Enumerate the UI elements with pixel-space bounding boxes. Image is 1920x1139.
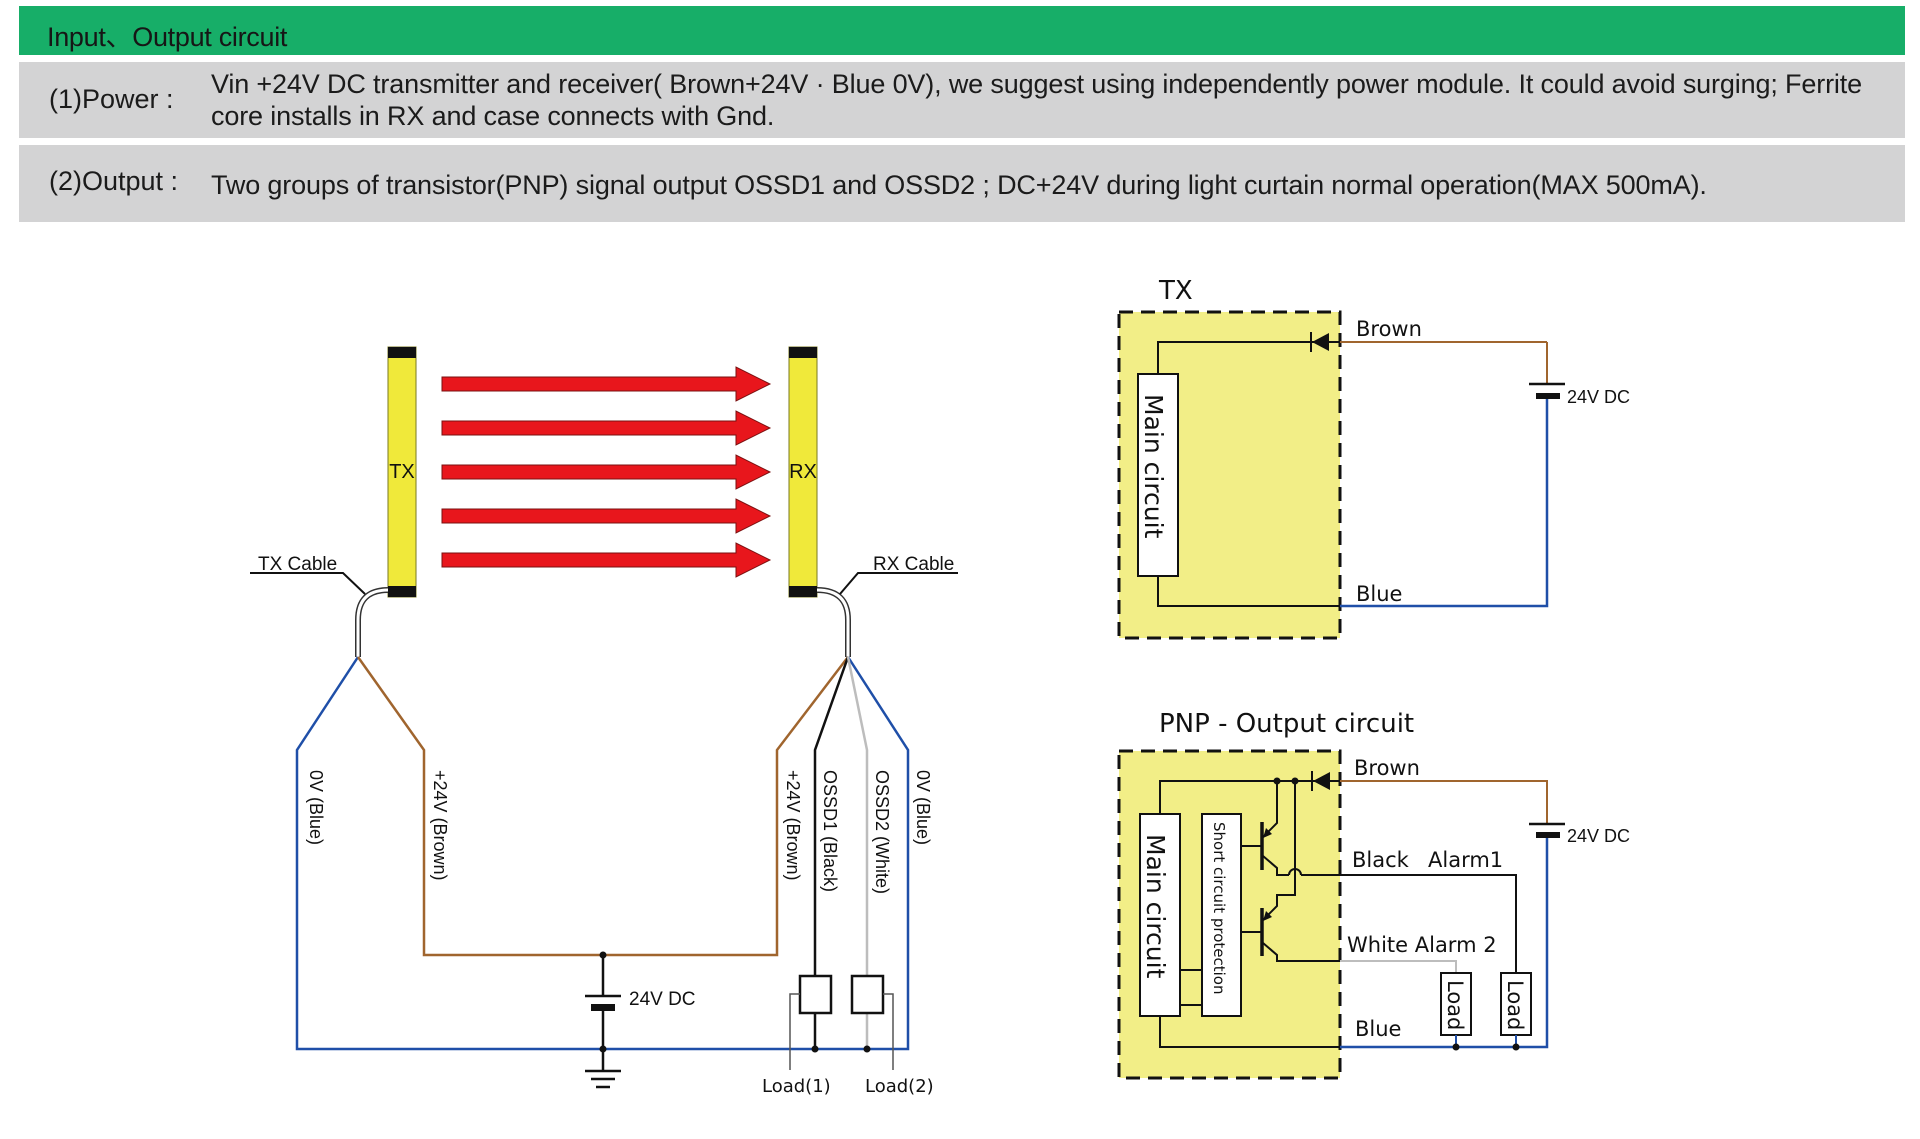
spec-row-output: (2)Output : Two groups of transistor(PNP…	[19, 145, 1905, 222]
pnp-white-alarm2-label: White Alarm 2	[1347, 933, 1497, 957]
spec-text-power: Vin +24V DC transmitter and receiver( Br…	[211, 69, 1862, 131]
rx-light-curtain: RX	[788, 346, 818, 598]
label-rx-0v-blue: 0V (Blue)	[913, 770, 933, 845]
tx-cable: TX Cable	[250, 554, 389, 657]
label-tx-24v-brown: +24V (Brown)	[430, 770, 450, 881]
pnp-circuit: PNP - Output circuit Main circuit Short …	[1117, 709, 1630, 1080]
tx-supply-label: 24V DC	[1567, 387, 1630, 407]
transistor-2-icon	[1241, 908, 1340, 962]
tx-brown-label: Brown	[1356, 317, 1422, 341]
tx-circuit-title: TX	[1158, 276, 1193, 306]
tx-blue-label: Blue	[1356, 582, 1402, 606]
section-title: Input、Output circuit	[47, 22, 288, 52]
transistor-1-icon	[1241, 781, 1302, 876]
spec-text-output: Two groups of transistor(PNP) signal out…	[211, 170, 1707, 200]
spec-row-power: (1)Power : Vin +24V DC transmitter and r…	[19, 62, 1905, 138]
rx-cable: RX Cable	[816, 554, 958, 657]
label-rx-ossd2-white: OSSD2 (White)	[872, 770, 892, 894]
pnp-black-label: Black	[1352, 848, 1410, 872]
tx-main-circuit-label: Main circuit	[1139, 394, 1168, 539]
beam-arrow	[441, 366, 772, 402]
rx-black-wire	[813, 656, 850, 976]
wiring-diagram: TX RX TX Cable RX Cable	[250, 346, 958, 1097]
pnp-alarm1-label: Alarm1	[1428, 848, 1503, 872]
tx-circuit: TX Main circuit 24V DC Brown Blue	[1117, 276, 1630, 640]
beam-arrow	[441, 542, 772, 578]
battery-icon	[585, 951, 621, 1071]
load-2	[850, 974, 894, 1070]
rx-cable-label: RX Cable	[873, 554, 954, 575]
load-1	[789, 974, 833, 1070]
diode-icon	[1311, 771, 1330, 791]
beam-arrow	[441, 498, 772, 534]
spec-label-output: (2)Output :	[49, 166, 179, 196]
light-beams	[441, 366, 772, 578]
load1-label: Load(1)	[762, 1076, 831, 1097]
supply-label: 24V DC	[629, 989, 696, 1010]
load-black: Load	[1500, 972, 1532, 1036]
load2-label: Load(2)	[865, 1076, 934, 1097]
battery-icon	[1529, 822, 1565, 838]
label-rx-ossd1-black: OSSD1 (Black)	[820, 770, 840, 892]
tx-label: TX	[389, 461, 415, 483]
label-rx-24v-brown: +24V (Brown)	[783, 770, 803, 881]
protection-label: Short circuit protection	[1210, 822, 1228, 994]
short-circuit-protection	[1201, 813, 1242, 1017]
spec-label-power: (1)Power :	[49, 84, 174, 114]
beam-arrow	[441, 410, 772, 446]
battery-icon	[1529, 382, 1565, 399]
label-tx-0v-blue: 0V (Blue)	[306, 770, 326, 845]
load-white: Load	[1440, 972, 1472, 1036]
pnp-main-circuit-label: Main circuit	[1141, 834, 1170, 979]
pnp-supply-label: 24V DC	[1567, 826, 1630, 846]
diode-icon	[1310, 332, 1329, 352]
section-header: Input、Output circuit	[19, 6, 1905, 55]
beam-arrow	[441, 454, 772, 490]
tx-cable-label: TX Cable	[258, 554, 337, 575]
load-white-label: Load	[1443, 980, 1467, 1030]
pnp-circuit-title: PNP - Output circuit	[1159, 709, 1414, 739]
load-black-label: Load	[1503, 980, 1527, 1030]
pnp-brown-label: Brown	[1354, 756, 1420, 780]
rx-white-wire	[846, 656, 869, 1049]
pnp-blue-label: Blue	[1355, 1017, 1401, 1041]
ground-icon	[585, 1069, 621, 1089]
tx-main-circuit	[1137, 373, 1179, 577]
tx-light-curtain: TX	[387, 346, 417, 598]
rx-label: RX	[789, 461, 817, 483]
